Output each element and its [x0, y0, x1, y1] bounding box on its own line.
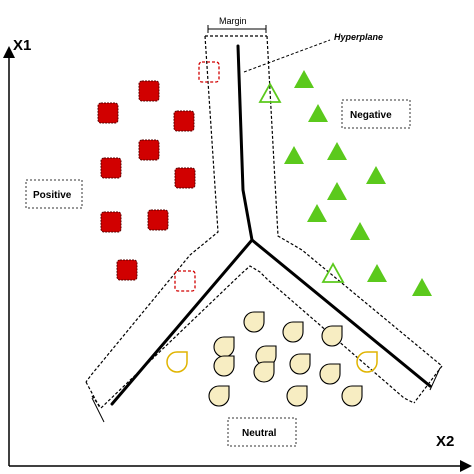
neutral-support-vectors: [166, 351, 378, 373]
positive-point: [174, 167, 196, 189]
negative-support-vector: [321, 262, 345, 283]
neutral-support-vector: [166, 351, 188, 373]
negative-point: [366, 166, 386, 184]
x-axis-label: X2: [436, 433, 454, 450]
neutral-point: [282, 321, 304, 343]
hyperplane-annotation: Hyperplane: [243, 32, 383, 73]
hyperplane-upper-arm: [236, 44, 254, 242]
negative-point: [412, 278, 432, 296]
negative-point: [308, 104, 328, 122]
negative-point: [350, 222, 370, 240]
y-axis-label: X1: [13, 37, 31, 54]
class-label-neutral: Neutral: [227, 417, 297, 447]
neutral-point: [213, 336, 235, 358]
class-label-positive: Positive: [25, 179, 83, 209]
margin-boundary-right-vertical: [266, 35, 443, 367]
neutral-point: [321, 325, 343, 347]
negative-point: [307, 204, 327, 222]
positive-label: Positive: [33, 190, 72, 201]
margin-dimension-lower-right: [429, 367, 441, 391]
positive-point: [147, 209, 169, 231]
positive-point: [100, 157, 122, 179]
neutral-points: [208, 311, 363, 407]
hyperplane-pointer: [243, 39, 331, 73]
positive-point: [173, 110, 195, 132]
positive-point: [116, 259, 138, 281]
negative-point: [327, 182, 347, 200]
margin-boundaries: [85, 35, 443, 409]
negative-point: [367, 264, 387, 282]
negative-support-vectors: [258, 82, 345, 283]
margin-boundary-left-vertical: [85, 35, 219, 383]
positive-support-vector: [198, 61, 220, 83]
neutral-point: [243, 311, 265, 333]
hyperplane-label: Hyperplane: [334, 32, 383, 42]
negative-point: [294, 70, 314, 88]
hyperplane: [110, 44, 432, 406]
neutral-point: [319, 363, 341, 385]
positive-support-vector: [174, 270, 196, 292]
positive-point: [100, 211, 122, 233]
margin-dimension-lower-left: [91, 397, 105, 423]
neutral-point: [208, 385, 230, 407]
hyperplane-right-arm: [250, 238, 432, 388]
margin-boundary-lower-left: [91, 265, 415, 409]
negative-point: [284, 146, 304, 164]
negative-point: [327, 142, 347, 160]
margin-indicator: Margin: [91, 16, 441, 423]
margin-label: Margin: [219, 16, 247, 26]
positive-points: [97, 80, 196, 281]
neutral-point: [341, 385, 363, 407]
neutral-point: [286, 385, 308, 407]
positive-support-vectors: [174, 61, 220, 292]
negative-label: Negative: [350, 110, 392, 121]
neutral-point: [213, 355, 235, 377]
neutral-label: Neutral: [242, 428, 277, 439]
class-label-negative: Negative: [341, 99, 411, 129]
positive-point: [97, 102, 119, 124]
negative-points: [284, 70, 432, 296]
negative-support-vector: [258, 82, 282, 103]
neutral-point: [253, 361, 275, 383]
axes: X1 X2: [3, 37, 472, 472]
positive-point: [138, 139, 160, 161]
neutral-point: [289, 353, 311, 375]
hyperplane-left-arm: [110, 238, 254, 406]
neutral-support-vector: [356, 351, 378, 373]
positive-point: [138, 80, 160, 102]
